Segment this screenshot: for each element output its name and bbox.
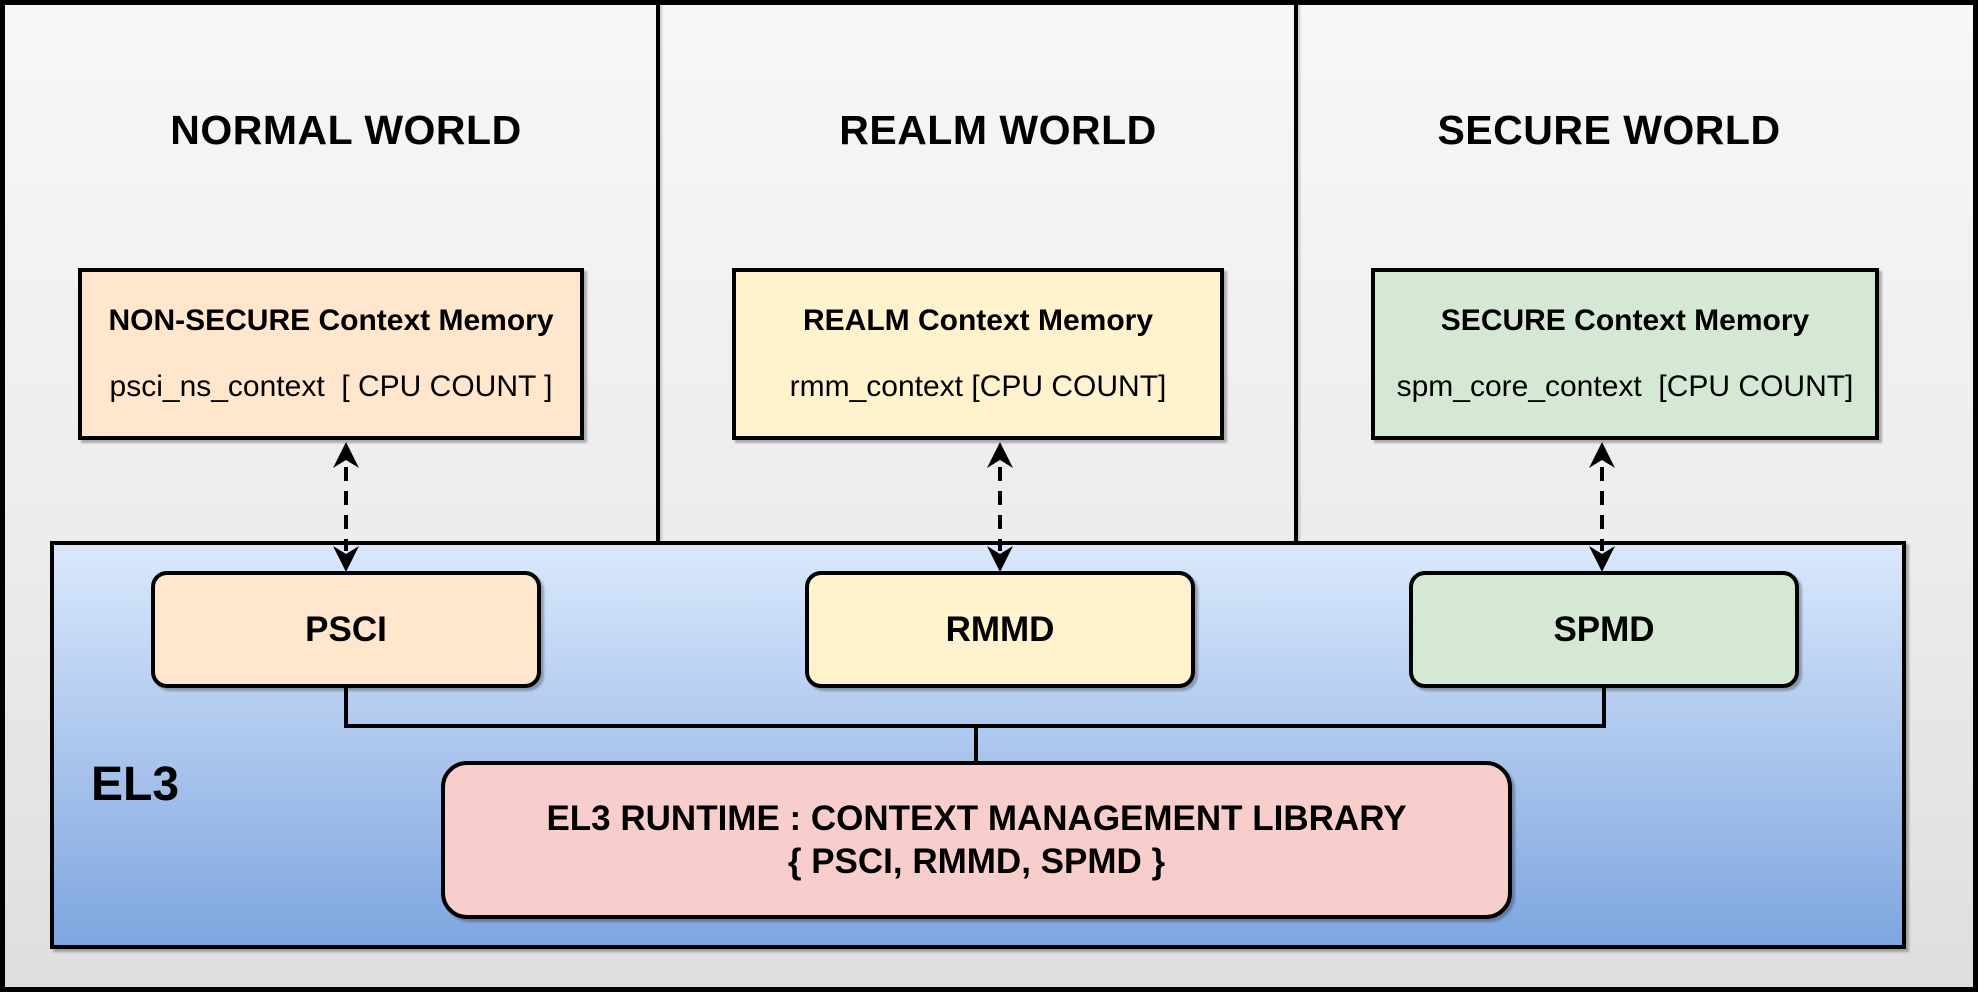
realm-context-memory-title: REALM Context Memory bbox=[802, 304, 1154, 337]
psci-module-box: PSCI bbox=[151, 571, 541, 688]
panel-separator-realm-secure bbox=[1294, 5, 1298, 541]
psci-module-label: PSCI bbox=[305, 609, 387, 649]
arrowhead-up-realm bbox=[987, 442, 1013, 468]
secure-context-memory-box: SECURE Context Memory spm_core_context [… bbox=[1371, 268, 1879, 440]
el3-runtime-box: EL3 RUNTIME : CONTEXT MANAGEMENT LIBRARY… bbox=[441, 761, 1512, 919]
el3-runtime-line2: { PSCI, RMMD, SPMD } bbox=[787, 842, 1166, 881]
non-secure-context-memory-box: NON-SECURE Context Memory psci_ns_contex… bbox=[78, 268, 584, 440]
normal-world-title: NORMAL WORLD bbox=[170, 107, 522, 153]
rmmd-module-box: RMMD bbox=[805, 571, 1195, 688]
el3-runtime-line1: EL3 RUNTIME : CONTEXT MANAGEMENT LIBRARY bbox=[546, 799, 1407, 838]
rmmd-module-label: RMMD bbox=[945, 609, 1055, 649]
realm-context-memory-code: rmm_context [CPU COUNT] bbox=[789, 370, 1167, 403]
el3-label: EL3 bbox=[91, 758, 180, 811]
realm-world-title: REALM WORLD bbox=[839, 107, 1157, 153]
non-secure-context-memory-code: psci_ns_context [ CPU COUNT ] bbox=[109, 370, 553, 403]
secure-context-memory-code: spm_core_context [CPU COUNT] bbox=[1396, 370, 1854, 403]
secure-context-memory-title: SECURE Context Memory bbox=[1440, 304, 1810, 337]
realm-context-memory-box: REALM Context Memory rmm_context [CPU CO… bbox=[732, 268, 1224, 440]
secure-world-title: SECURE WORLD bbox=[1437, 107, 1781, 153]
spmd-module-label: SPMD bbox=[1553, 609, 1655, 649]
spmd-module-box: SPMD bbox=[1409, 571, 1799, 688]
arrowhead-up-secure bbox=[1589, 442, 1615, 468]
panel-separator-normal-realm bbox=[656, 5, 660, 541]
arrowhead-up-normal bbox=[333, 442, 359, 468]
non-secure-context-memory-title: NON-SECURE Context Memory bbox=[108, 304, 554, 337]
